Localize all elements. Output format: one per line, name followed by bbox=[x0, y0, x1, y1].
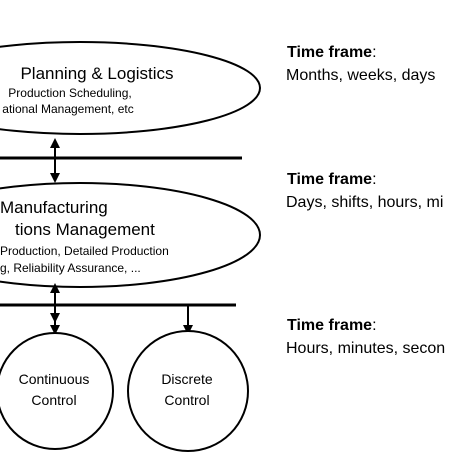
planning-logistics-detail-1: Production Scheduling, bbox=[8, 86, 132, 100]
time-frame-heading-2: Time frame: bbox=[287, 171, 377, 188]
planning-logistics-title: Planning & Logistics bbox=[20, 64, 174, 83]
time-frame-value-3: Hours, minutes, secon bbox=[286, 340, 446, 357]
manufacturing-ops-ellipse bbox=[0, 182, 261, 288]
manufacturing-detail-1: Production, Detailed Production bbox=[0, 244, 169, 258]
continuous-control-label-1: Continuous bbox=[18, 371, 90, 387]
continuous-control-circle bbox=[0, 332, 114, 450]
time-frame-value-2: Days, shifts, hours, mi bbox=[286, 194, 444, 211]
manufacturing-title-line-2: tions Management bbox=[15, 220, 155, 239]
discrete-control-label-2: Control bbox=[164, 392, 210, 408]
manufacturing-detail-2: g, Reliability Assurance, ... bbox=[0, 261, 141, 275]
planning-logistics-ellipse bbox=[0, 41, 261, 135]
time-frame-heading-1: Time frame: bbox=[287, 44, 377, 61]
discrete-control-circle bbox=[127, 330, 249, 452]
continuous-control-label-2: Control bbox=[31, 392, 77, 408]
discrete-control-label-1: Discrete bbox=[161, 371, 213, 387]
planning-logistics-detail-2: ational Management, etc bbox=[2, 102, 134, 116]
time-frame-heading-3: Time frame: bbox=[287, 317, 377, 334]
time-frame-value-1: Months, weeks, days bbox=[286, 67, 436, 84]
manufacturing-title-line-1: Manufacturing bbox=[0, 198, 108, 217]
